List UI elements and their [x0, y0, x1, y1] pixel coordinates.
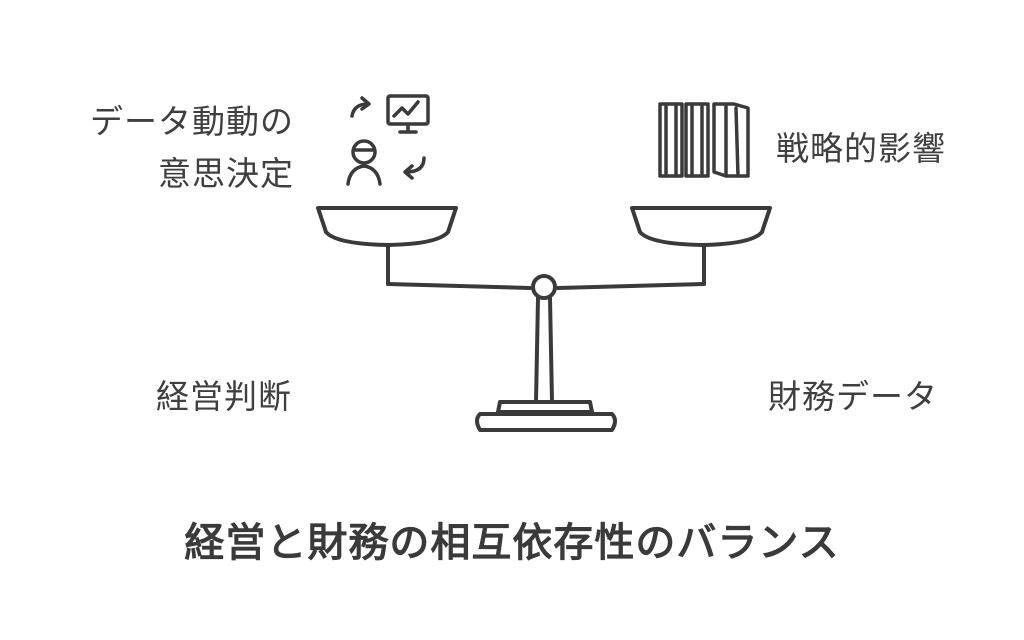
base-bottom: [475, 412, 617, 432]
pivot: [531, 274, 557, 300]
diagram-title: 経営と財務の相互依存性のバランス: [184, 520, 840, 566]
right-pan: [630, 206, 772, 247]
bottom-right-label: 財務データ: [768, 377, 938, 416]
base-top: [496, 400, 594, 414]
left-pan-label: データ動動の 意思決定: [90, 96, 294, 200]
beam: [386, 282, 706, 290]
books-icon: [656, 100, 752, 184]
person-data-cycle-icon: [344, 92, 434, 192]
left-pan: [316, 206, 458, 247]
pole: [534, 296, 554, 404]
right-pan-label: 戦略的影響: [776, 129, 946, 168]
left-pan-label-line1: データ動動の: [90, 102, 294, 141]
left-pan-label-line2: 意思決定: [158, 154, 294, 193]
bottom-left-label: 経営判断: [156, 377, 292, 416]
